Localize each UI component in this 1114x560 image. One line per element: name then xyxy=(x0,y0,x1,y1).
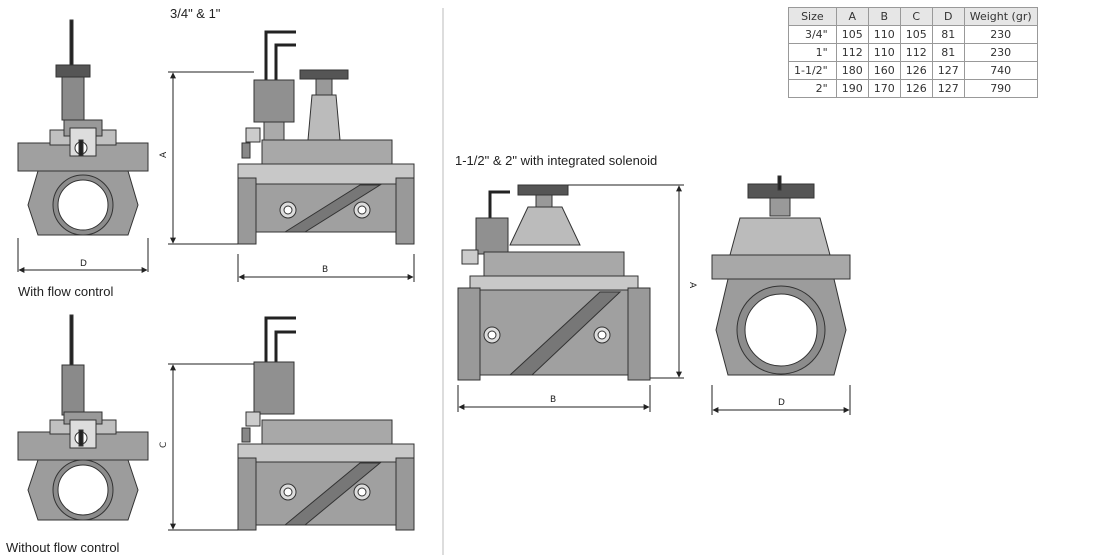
dim-label-d: D xyxy=(80,259,87,269)
col-size: Size xyxy=(788,7,837,26)
dimension-lines xyxy=(17,71,851,531)
table-cell: 170 xyxy=(867,79,901,98)
dimension-table: Size A B C D Weight (gr) 3/4" 105 110 10… xyxy=(788,7,1038,98)
table-header-row: Size A B C D Weight (gr) xyxy=(788,7,1038,26)
table-cell: 105 xyxy=(899,25,933,44)
side-view-with-flow-control xyxy=(237,30,415,245)
table-cell: 230 xyxy=(963,25,1038,44)
table-row: 3/4" 105 110 105 81 230 xyxy=(788,25,1038,44)
table-cell: 3/4" xyxy=(788,25,837,44)
table-cell: 1" xyxy=(788,43,837,62)
col-weight: Weight (gr) xyxy=(963,7,1038,26)
table-row: 1" 112 110 112 81 230 xyxy=(788,43,1038,62)
large-valve-side-view xyxy=(457,184,651,381)
dim-label-c: C xyxy=(159,442,169,448)
table-cell: 110 xyxy=(867,25,901,44)
table-cell: 126 xyxy=(899,61,933,80)
table-cell: 180 xyxy=(835,61,869,80)
col-b: B xyxy=(867,7,901,26)
table-cell: 230 xyxy=(963,43,1038,62)
caption-without-flow-control: Without flow control xyxy=(6,540,120,555)
table-cell: 112 xyxy=(899,43,933,62)
table-cell: 2" xyxy=(788,79,837,98)
front-view-without-flow-control xyxy=(17,314,149,521)
table-cell: 81 xyxy=(931,25,965,44)
table-cell: 160 xyxy=(867,61,901,80)
dim-label-d-large: D xyxy=(778,398,785,408)
large-valve-front-view xyxy=(711,175,851,376)
table-cell: 127 xyxy=(931,79,965,98)
caption-with-flow-control: With flow control xyxy=(18,284,113,299)
dim-label-a: A xyxy=(159,151,169,158)
table-cell: 1-1/2" xyxy=(788,61,837,80)
table-cell: 740 xyxy=(963,61,1038,80)
table-row: 1-1/2" 180 160 126 127 740 xyxy=(788,61,1038,80)
table-cell: 110 xyxy=(867,43,901,62)
col-c: C xyxy=(899,7,933,26)
table-row: 2" 190 170 126 127 790 xyxy=(788,79,1038,98)
table-cell: 81 xyxy=(931,43,965,62)
table-cell: 127 xyxy=(931,61,965,80)
dim-label-a-large: A xyxy=(687,282,697,289)
front-view-with-flow-control xyxy=(17,19,149,236)
table-cell: 112 xyxy=(835,43,869,62)
side-view-without-flow-control xyxy=(237,316,415,531)
table-cell: 190 xyxy=(835,79,869,98)
caption-small-sizes: 3/4" & 1" xyxy=(170,6,221,21)
caption-large-sizes: 1-1/2" & 2" with integrated solenoid xyxy=(455,153,657,168)
col-d: D xyxy=(931,7,965,26)
dim-label-b: B xyxy=(322,265,328,275)
dim-label-b-large: B xyxy=(550,395,556,405)
table-cell: 105 xyxy=(835,25,869,44)
table-cell: 126 xyxy=(899,79,933,98)
col-a: A xyxy=(835,7,869,26)
table-cell: 790 xyxy=(963,79,1038,98)
